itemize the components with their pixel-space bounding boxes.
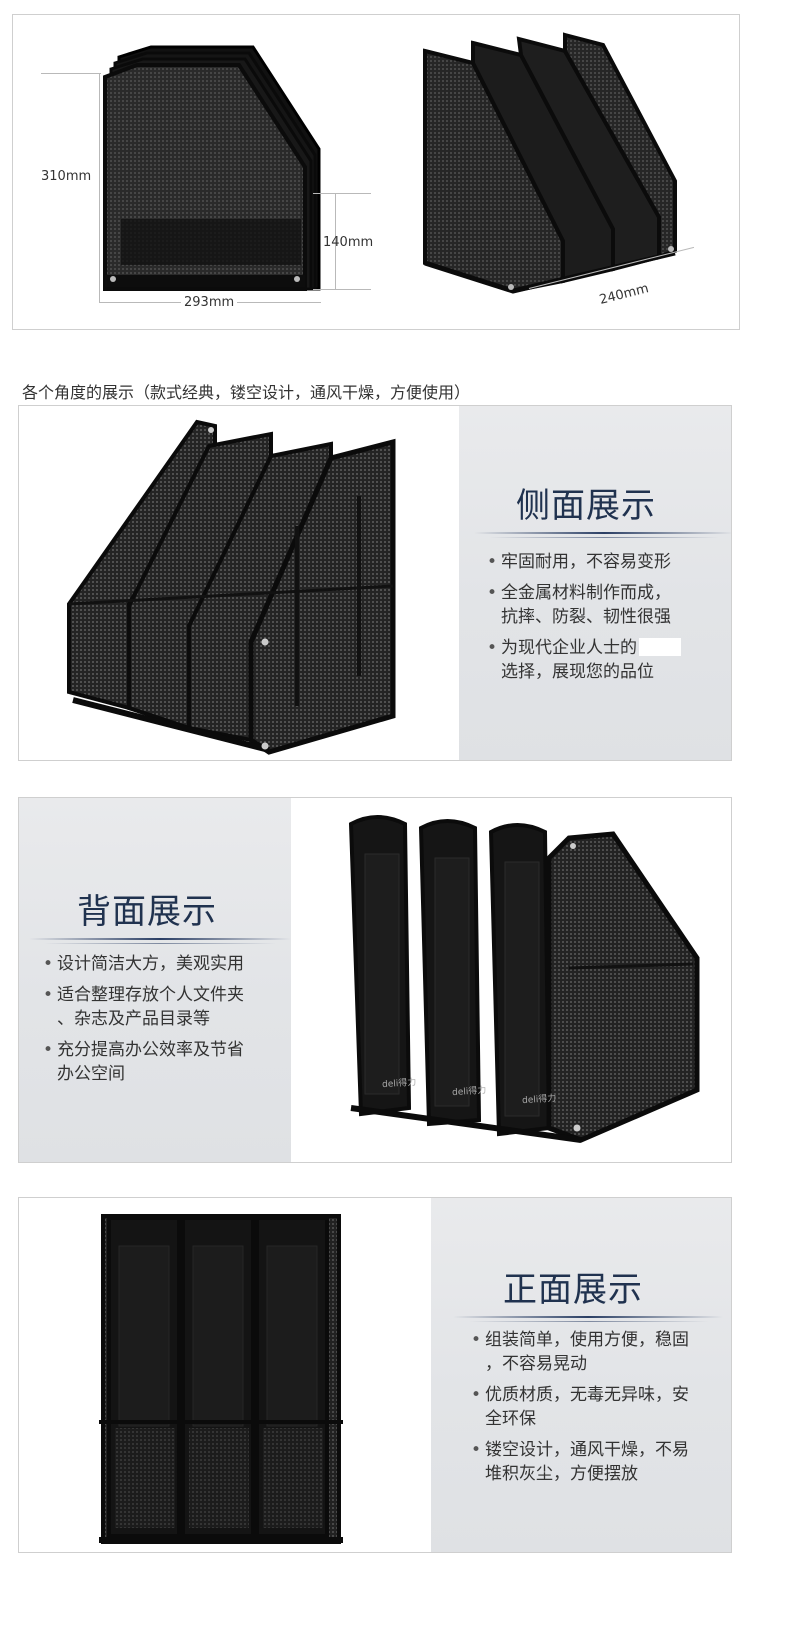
side-display-feature-list: 牢固耐用，不容易变形 全金属材料制作而成，抗摔、防裂、韧性很强 为现代企业人士的… bbox=[487, 550, 681, 691]
feature-item: 适合整理存放个人文件夹、杂志及产品目录等 bbox=[43, 983, 244, 1031]
side-display-title: 侧面展示 bbox=[516, 486, 656, 526]
height-label: 310mm bbox=[41, 169, 92, 184]
front-display-panel: 正面展示 组装简单，使用方便，稳固，不容易晃动 优质材质，无毒无异味，安全环保 … bbox=[18, 1197, 732, 1553]
side-display-product-image bbox=[67, 419, 396, 755]
side-height-label: 140mm bbox=[323, 235, 374, 250]
side-display-panel: 侧面展示 牢固耐用，不容易变形 全金属材料制作而成，抗摔、防裂、韧性很强 为现代… bbox=[18, 405, 732, 761]
side-display-title-underline bbox=[474, 532, 731, 534]
front-display-title: 正面展示 bbox=[503, 1270, 643, 1310]
back-display-title: 背面展示 bbox=[77, 892, 217, 932]
brand-mark: deli得力 bbox=[381, 1077, 417, 1091]
angles-caption: 各个角度的展示（款式经典，镂空设计，通风干燥，方便使用） bbox=[22, 383, 471, 402]
feature-item: 全金属材料制作而成，抗摔、防裂、韧性很强 bbox=[487, 581, 681, 629]
side-view-product-image bbox=[103, 45, 321, 291]
height-dimension-line bbox=[99, 73, 100, 303]
angled-view-product-image bbox=[423, 32, 677, 294]
width-label: 293mm bbox=[181, 295, 238, 310]
brand-mark: deli得力 bbox=[451, 1085, 487, 1099]
back-display-feature-list: 设计简洁大方，美观实用 适合整理存放个人文件夹、杂志及产品目录等 充分提高办公效… bbox=[43, 952, 244, 1093]
back-display-title-underline bbox=[29, 938, 291, 940]
back-display-panel: 背面展示 设计简洁大方，美观实用 适合整理存放个人文件夹、杂志及产品目录等 充分… bbox=[18, 797, 732, 1163]
front-display-product-image bbox=[99, 1214, 343, 1544]
blank-patch bbox=[639, 638, 681, 656]
back-display-info-area bbox=[19, 798, 291, 1162]
feature-item: 设计简洁大方，美观实用 bbox=[43, 952, 244, 976]
back-display-product-image bbox=[348, 815, 700, 1143]
feature-item: 组装简单，使用方便，稳固，不容易晃动 bbox=[471, 1328, 689, 1376]
brand-mark: deli得力 bbox=[521, 1093, 557, 1107]
front-display-title-underline bbox=[453, 1316, 723, 1318]
feature-item: 牢固耐用，不容易变形 bbox=[487, 550, 681, 574]
dimensions-panel: 310mm 140mm 293mm 240mm bbox=[12, 14, 740, 330]
side-height-dimension-line bbox=[335, 193, 336, 289]
